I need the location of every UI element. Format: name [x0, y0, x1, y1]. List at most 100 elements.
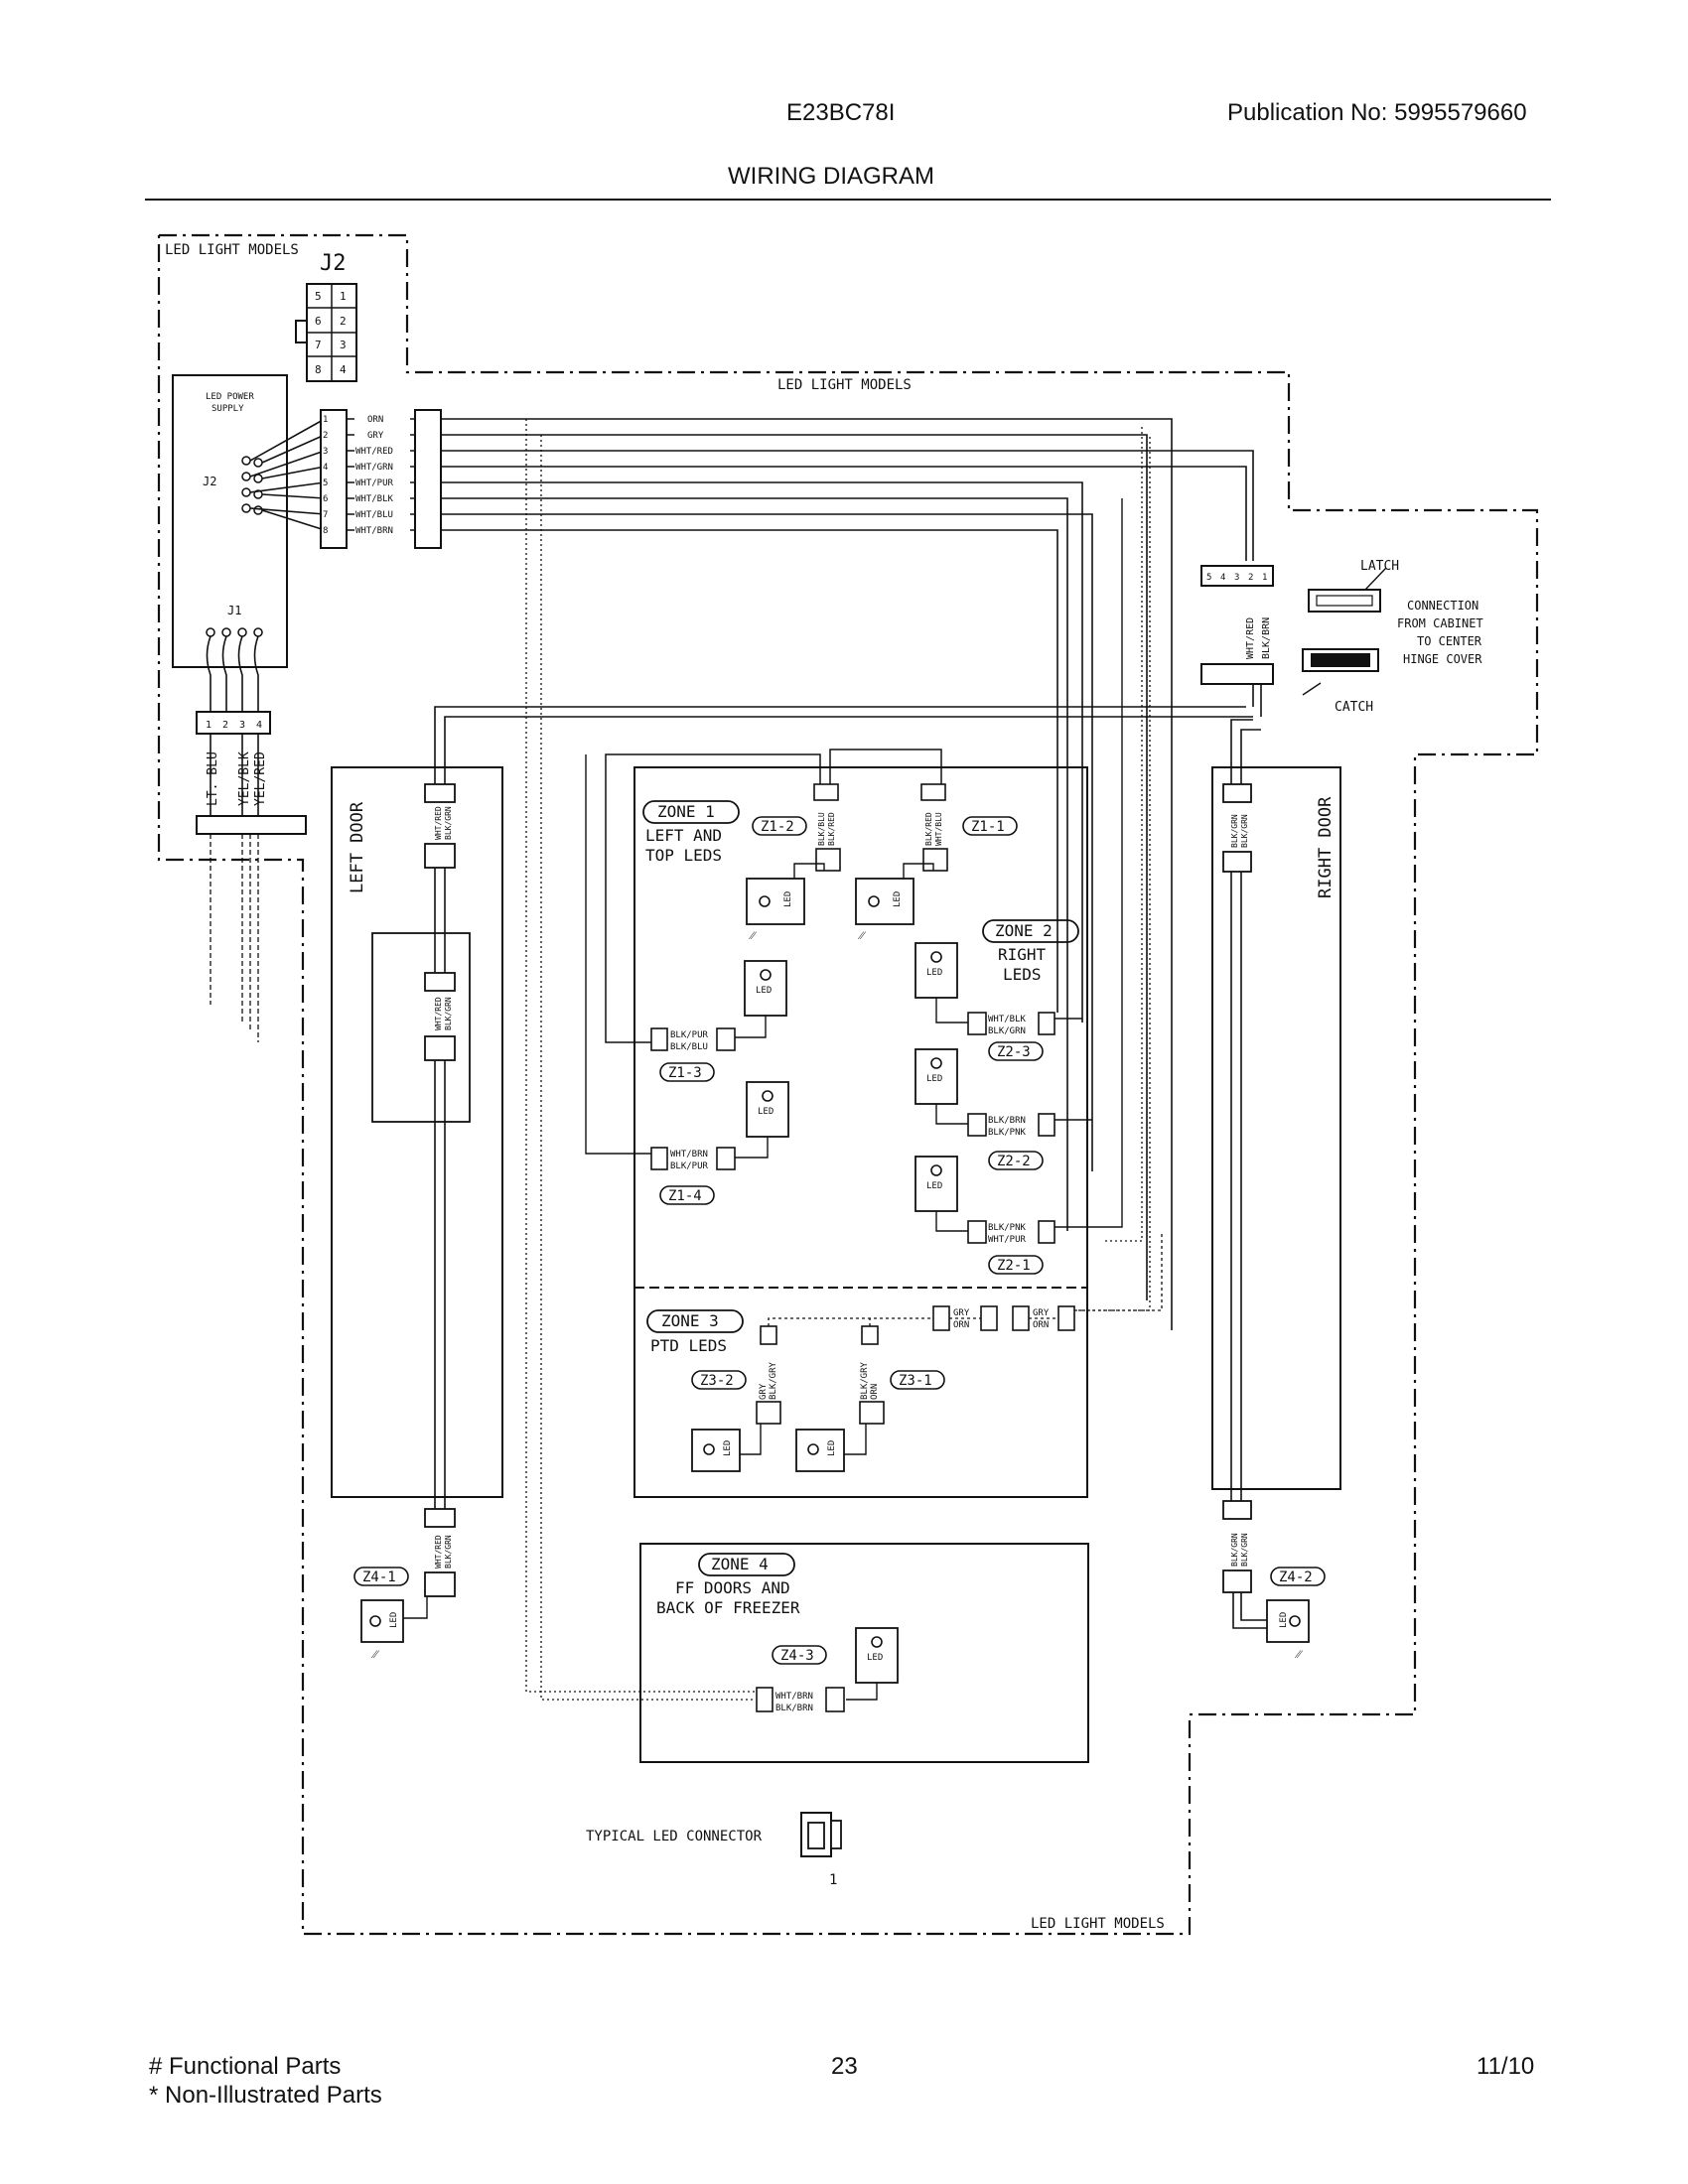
zone1-label-group: ZONE 1 LEFT AND TOP LEDS	[642, 800, 740, 865]
led-models-label-top: LED LIGHT MODELS	[165, 242, 299, 258]
led-z2-2: LED	[914, 1048, 968, 1125]
j2-pin-4: 4	[340, 363, 347, 376]
j1-pin-2: 2	[222, 720, 228, 731]
model-number: E23BC78I	[786, 99, 896, 126]
typical-connector-icon	[800, 1812, 842, 1857]
z1-4-wire-2: BLK/PUR	[670, 1161, 709, 1171]
wire-wht-red: WHT/RED	[355, 447, 393, 457]
left-door-label: LEFT DOOR	[348, 801, 367, 893]
zone4-label-group: ZONE 4 FF DOORS AND BACK OF FREEZER	[656, 1553, 800, 1617]
left-door-inner	[371, 932, 471, 1123]
j2-fan-wires	[249, 418, 326, 531]
z3-2-wire-1: GRY	[759, 1383, 769, 1400]
led-z4-3-text: LED	[867, 1653, 883, 1663]
wire-wht-pur: WHT/PUR	[355, 478, 394, 488]
z2-2-wire-1: BLK/BRN	[988, 1116, 1026, 1126]
led-z1-1-text: LED	[893, 891, 903, 907]
publication-number: Publication No: 5995579660	[1227, 99, 1527, 126]
j2-pin-3: 3	[340, 339, 347, 351]
wire-gry: GRY	[367, 431, 384, 441]
z1-3-connector	[650, 1027, 736, 1051]
z1-2-connector	[605, 749, 942, 1043]
led-z4-1-text: LED	[389, 1612, 399, 1628]
j1-terminal-block	[196, 711, 271, 735]
tag-z1-3: Z1-3	[668, 1065, 702, 1081]
z3-mid-gry: GRY	[953, 1308, 970, 1318]
out-pin-7: 7	[323, 510, 328, 520]
led-z1-1-rays: ⁄⁄	[857, 928, 867, 942]
led-z4-2-rays: ⁄⁄	[1294, 1647, 1304, 1661]
j1-pin-numbers: 1 2 3 4	[206, 720, 262, 731]
tag-z1-1: Z1-1	[971, 819, 1005, 835]
harness-connector	[414, 409, 442, 549]
tag-z3-2: Z3-2	[700, 1373, 734, 1389]
right-door-wires	[1230, 719, 1267, 1629]
tag-z1-4: Z1-4	[668, 1188, 702, 1204]
j2-pin-5: 5	[315, 290, 322, 303]
z3-1-wire-2: ORN	[870, 1384, 880, 1400]
led-z4-3: LED	[846, 1627, 899, 1701]
z1-1-connector	[920, 783, 948, 872]
wire-wht-blu: WHT/BLU	[355, 510, 393, 520]
legend-functional-parts: # Functional Parts	[149, 2053, 342, 2080]
zone2-desc-2: LEDS	[1003, 965, 1042, 984]
zone1-label: ZONE 1	[657, 802, 715, 821]
power-output-connector	[320, 409, 348, 549]
z1-3-wire-labels: BLK/PUR BLK/BLU	[670, 1030, 709, 1052]
led-z2-2-text: LED	[926, 1074, 942, 1084]
connection-note-1: CONNECTION	[1407, 599, 1478, 613]
z3-right-orn: ORN	[1033, 1320, 1049, 1330]
hinge-wire-blk-brn: BLK/BRN	[1261, 617, 1272, 659]
z1-1-wire-labels: BLK/RED WHT/BLU	[924, 812, 943, 846]
out-pin-4: 4	[323, 463, 328, 473]
hinge-pin-1: 1	[1262, 573, 1267, 583]
connection-note: CONNECTION FROM CABINET TO CENTER HINGE …	[1397, 599, 1483, 666]
led-z1-2-text: LED	[783, 891, 793, 907]
j2-label: J2	[320, 251, 347, 276]
right-door-panel	[1211, 766, 1341, 1490]
left-door-wire-labels: WHT/RED BLK/GRN WHT/RED BLK/GRN WHT/RED …	[434, 806, 453, 1569]
ld-wire-2: BLK/GRN	[444, 806, 453, 840]
out-pin-6: 6	[323, 494, 328, 504]
power-supply-j2: J2	[203, 475, 216, 488]
input-wire-lines	[210, 734, 259, 816]
left-door-connectors	[424, 783, 456, 1597]
zone2-label: ZONE 2	[995, 921, 1053, 940]
j2-pin-2: 2	[340, 315, 347, 328]
j1-pin-3: 3	[239, 720, 245, 731]
z3-1-wire-1: BLK/GRY	[860, 1361, 870, 1400]
j2-connector	[295, 283, 357, 382]
cabinet-panel	[633, 766, 1088, 1498]
right-door-label: RIGHT DOOR	[1316, 796, 1336, 898]
wire-color-labels: ORN GRY WHT/RED WHT/GRN WHT/PUR WHT/BLK …	[354, 411, 410, 538]
led-z1-4-text: LED	[758, 1107, 774, 1117]
main-harness	[441, 418, 1254, 1330]
revision-date: 11/10	[1477, 2053, 1535, 2080]
connection-note-3: TO CENTER	[1417, 634, 1482, 648]
left-door-panel	[331, 766, 503, 1498]
led-z2-1: LED	[914, 1156, 968, 1232]
led-models-label-mid: LED LIGHT MODELS	[777, 377, 912, 393]
j1-terminals	[206, 627, 263, 637]
led-z2-1-text: LED	[926, 1181, 942, 1191]
input-wire-yel-blk: YEL/BLK	[237, 751, 252, 806]
tag-z4-1: Z4-1	[362, 1570, 396, 1585]
dotted-harness	[525, 419, 1151, 1701]
j2-pin-7: 7	[315, 339, 322, 351]
tag-z2-1: Z2-1	[997, 1258, 1031, 1274]
led-z3-2: LED	[691, 1424, 762, 1472]
j1-pin-1: 1	[206, 720, 211, 731]
led-z1-2-rays: ⁄⁄	[748, 928, 758, 942]
z2-2-wire-labels: BLK/BRN BLK/PNK	[988, 1116, 1027, 1138]
j2-pin-labels: 5 1 6 2 7 3 8 4	[315, 290, 347, 376]
out-pin-2: 2	[323, 431, 328, 441]
wire-wht-brn: WHT/BRN	[355, 526, 393, 536]
z1-2-wire-labels: BLK/BLU BLK/RED	[817, 812, 836, 846]
z1-3-wire-1: BLK/PUR	[670, 1030, 709, 1040]
z1-4-wire-1: WHT/BRN	[670, 1150, 708, 1160]
led-z3-1: LED	[795, 1424, 867, 1472]
zone3-desc: PTD LEDS	[650, 1336, 727, 1355]
j2-pin-8: 8	[315, 363, 322, 376]
input-wire-lt-blu: LT. BLU	[206, 751, 220, 806]
